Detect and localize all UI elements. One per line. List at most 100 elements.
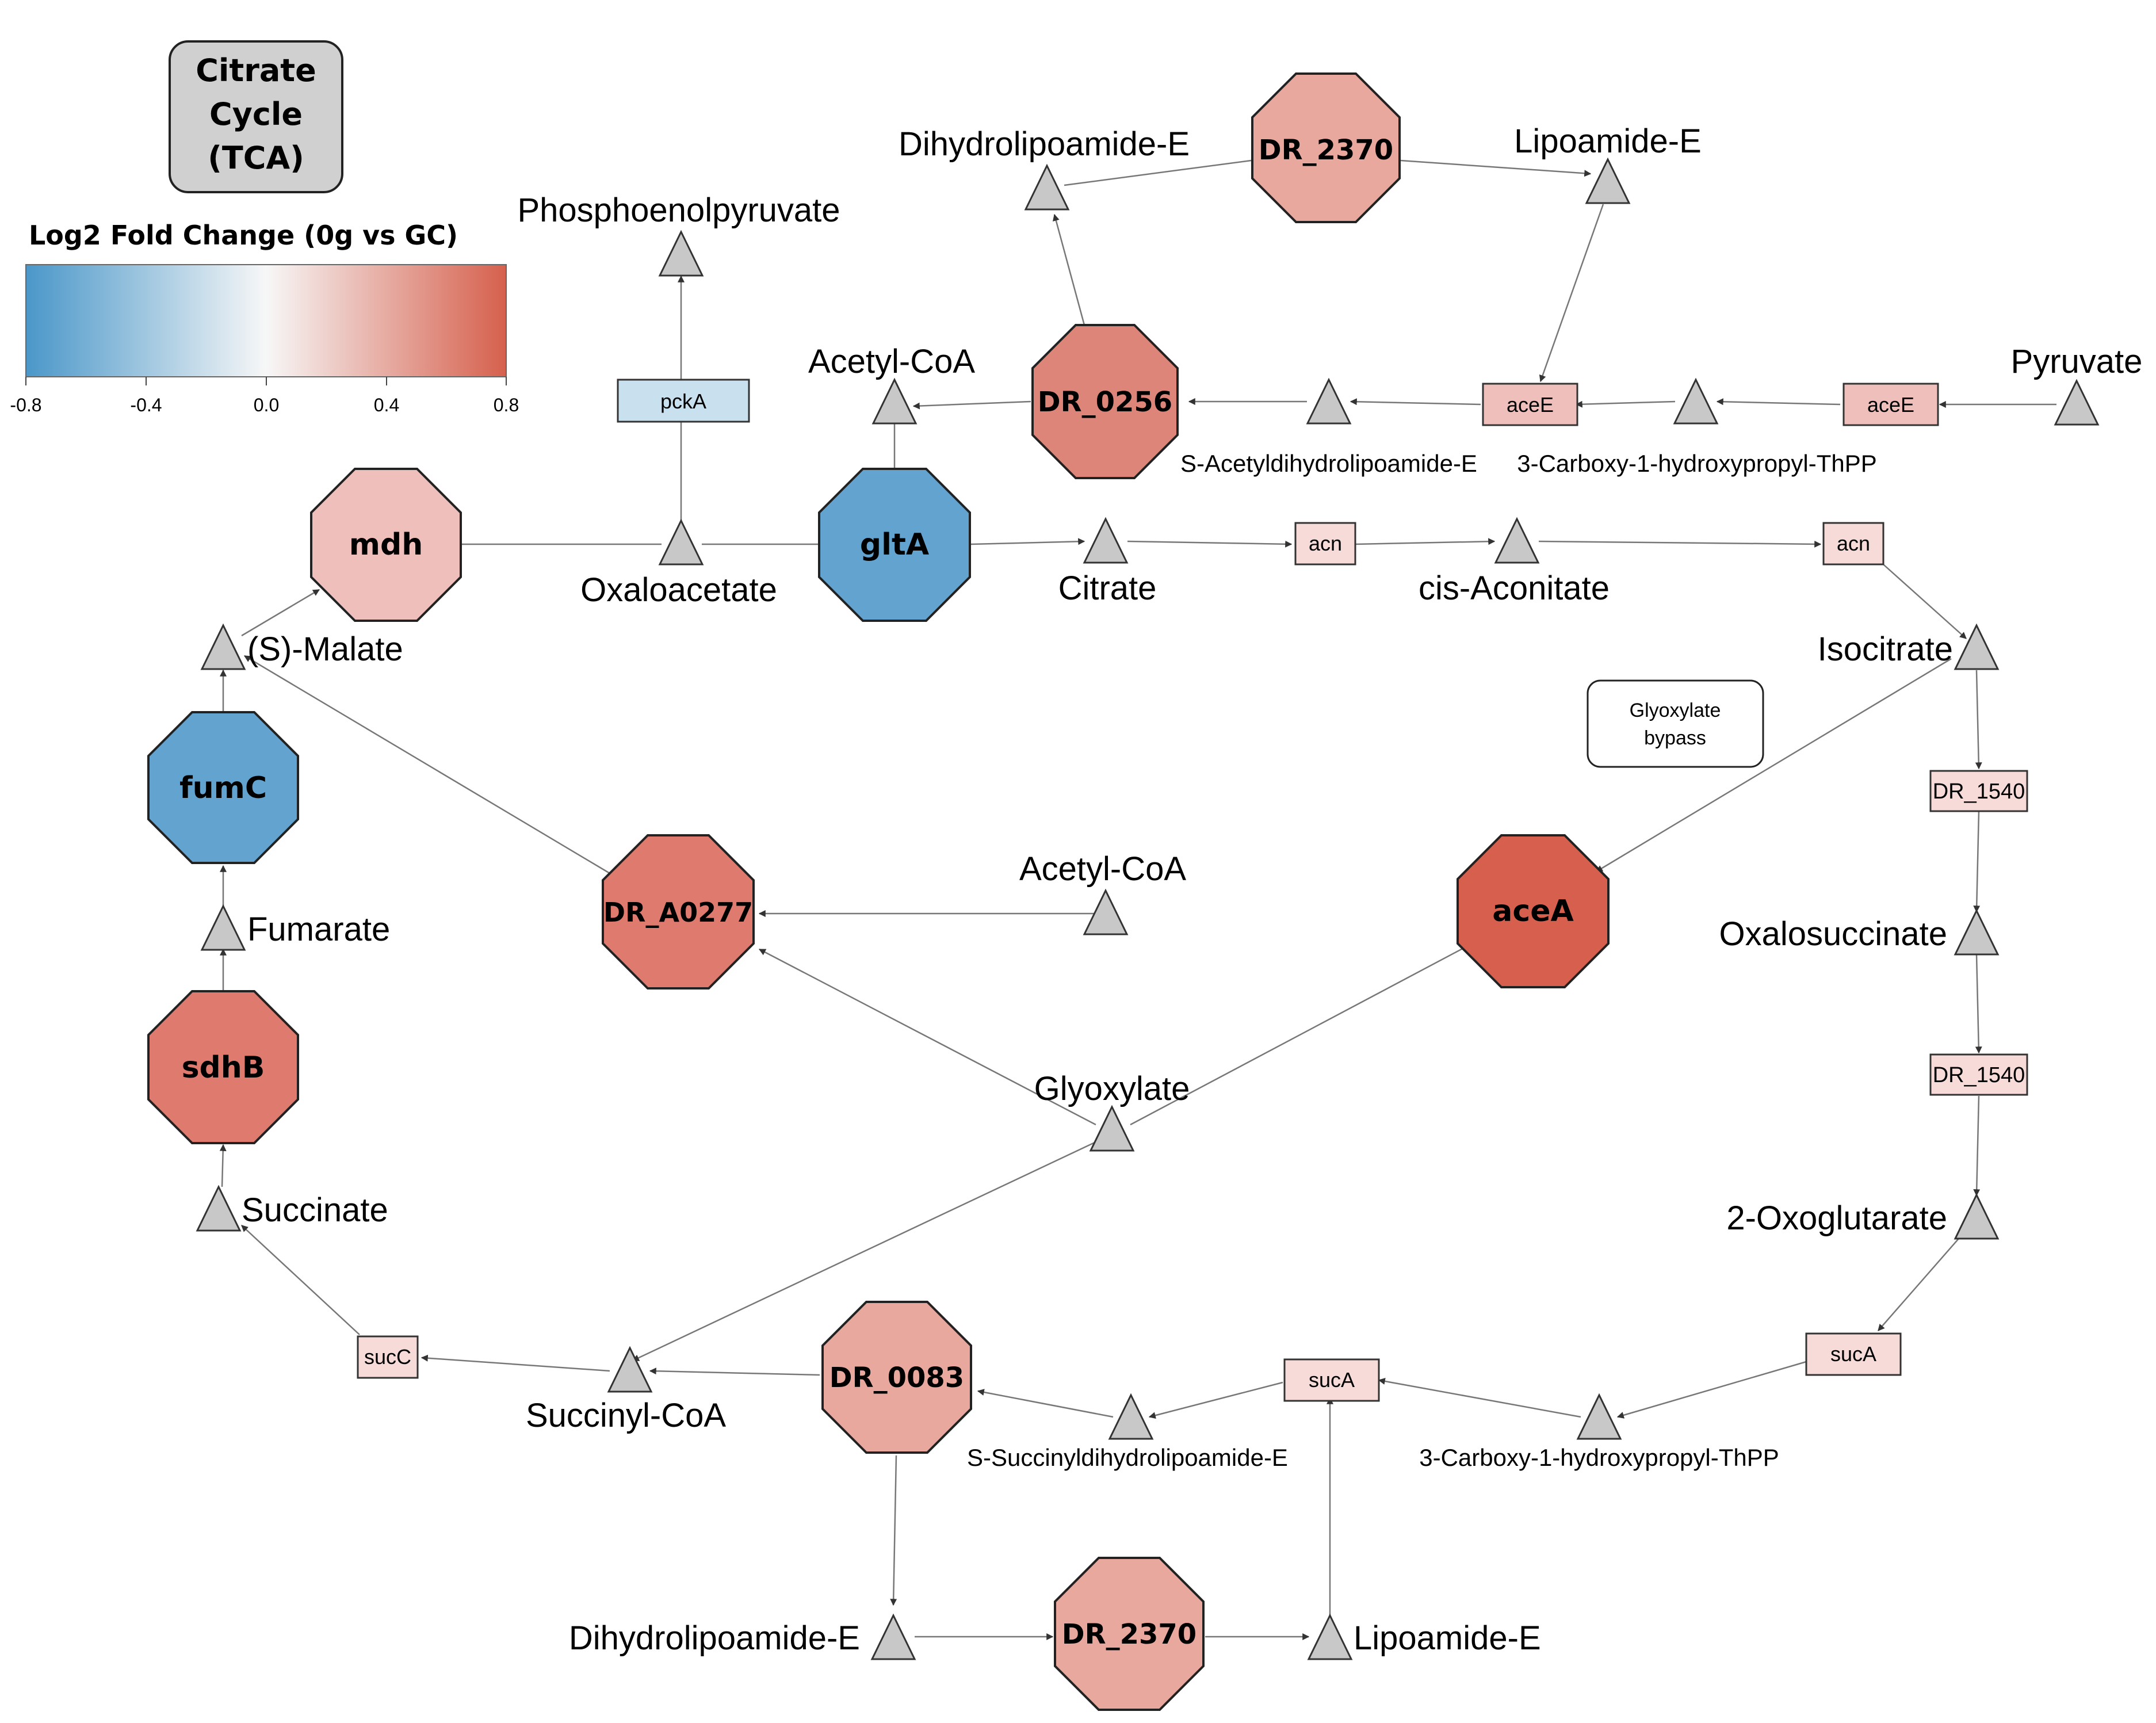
edge-lipoamide-to-acee (1539, 204, 1604, 383)
edge-dr2370-to-dihydrolipoamide (1064, 159, 1252, 186)
label-acetyldihydrolipoamide: S-Acetyldihydrolipoamide-E (1180, 450, 1477, 477)
label-isocitrate: Isocitrate (1818, 631, 1953, 668)
legend-tick-1: -0.8 (10, 395, 41, 415)
title-line-2: Cycle (209, 96, 303, 132)
enzyme-succ: sucC (357, 1335, 419, 1379)
label-cisaconitate: cis-Aconitate (1419, 570, 1610, 607)
metabolite-labels: Dihydrolipoamide-E Lipoamide-E Phosphoen… (242, 123, 2142, 1657)
enzyme-suca-left-label: sucA (1309, 1368, 1355, 1392)
edge-oxoglutarate-to-suca (1878, 1238, 1959, 1331)
edge-acee-to-acetyldihydro (1350, 398, 1481, 406)
enzyme-acn-left-box (1294, 522, 1356, 566)
edge-dr0256-to-dihydrolipoamide (1053, 213, 1085, 326)
enzyme-dr1540-top-box (1929, 770, 2028, 812)
enzyme-pcka-box (617, 379, 750, 423)
note-line-2: bypass (1644, 727, 1706, 749)
edges (219, 159, 2056, 1640)
label-acetylcoa-mid: Acetyl-CoA (1019, 850, 1186, 888)
triangle-acetylcoa-top (871, 377, 918, 425)
gene-fumc-shape (147, 711, 299, 864)
gene-octagons: DR_2370 DR_0256 mdh gltA fumC DR_A0277 a… (147, 72, 1610, 1711)
edge-oxalosuccinate-to-dr1540 (1975, 953, 1982, 1054)
gene-fumc: fumC (147, 711, 299, 864)
edge-suca-to-succinyldihydro (1148, 1381, 1283, 1419)
edge-dra0277-to-malate (243, 655, 610, 874)
label-succinate: Succinate (242, 1191, 388, 1229)
gene-dr2370-bottom-label: DR_2370 (1062, 1618, 1196, 1651)
enzyme-dr1540-bottom-box (1929, 1053, 2028, 1096)
gene-dr2370-top: DR_2370 (1251, 72, 1401, 223)
edge-dr1540-to-oxalosuccinate (1973, 811, 1981, 913)
label-dihydrolipoamide-bottom: Dihydrolipoamide-E (569, 1619, 860, 1657)
gene-dr0083: DR_0083 (821, 1301, 972, 1454)
gene-mdh: mdh (310, 468, 462, 622)
label-lipoamide-bottom: Lipoamide-E (1354, 1619, 1541, 1657)
enzyme-acee-left-label: aceE (1507, 393, 1554, 417)
edge-glta-to-citrate (970, 538, 1085, 545)
edge-succinate-to-sdhb (219, 1144, 227, 1187)
edge-malate-to-mdh (241, 589, 320, 637)
enzyme-dr1540-bottom: DR_1540 (1929, 1053, 2028, 1096)
label-oxoglutarate: 2-Oxoglutarate (1726, 1199, 1947, 1237)
triangle-carboxy-top (1673, 377, 1719, 425)
edge-dr2370-to-lipoamide (1400, 159, 1592, 177)
enzyme-acn-left: acn (1294, 522, 1356, 566)
gene-dr0256-shape (1031, 324, 1179, 479)
gene-dr0256: DR_0256 (1031, 324, 1179, 479)
gene-dra0277: DR_A0277 (602, 834, 755, 990)
edge-acn-to-cisaconitate (1354, 538, 1496, 545)
enzyme-suca-left-box (1283, 1358, 1380, 1402)
gene-dr2370-bottom-shape (1054, 1557, 1205, 1711)
enzyme-dr1540-top: DR_1540 (1929, 770, 2028, 812)
enzyme-acee-right-box (1842, 383, 1939, 426)
triangle-cisaconitate (1494, 517, 1540, 564)
label-malate: (S)-Malate (247, 631, 403, 668)
gene-dr0083-shape (821, 1301, 972, 1454)
triangle-oxalosuccinate (1954, 908, 2000, 956)
label-succinylcoa: Succinyl-CoA (526, 1397, 726, 1434)
glyoxylate-bypass-note: Glyoxylate bypass (1587, 679, 1764, 768)
triangle-glyoxylate (1089, 1105, 1135, 1152)
gene-glta-shape (818, 468, 971, 622)
triangle-pyruvate (2054, 379, 2100, 426)
label-phosphoenolpyruvate: Phosphoenolpyruvate (517, 192, 840, 229)
legend-tick-4: 0.4 (374, 395, 399, 415)
legend-tick-5: 0.8 (494, 395, 519, 415)
gene-acea-shape (1457, 834, 1610, 988)
edge-acea-to-glyoxylate (1130, 945, 1467, 1126)
enzyme-acee-left-box (1482, 383, 1578, 426)
triangle-acetylcoa-mid (1083, 888, 1129, 935)
enzyme-acn-right-box (1822, 522, 1884, 566)
triangle-isocitrate (1954, 623, 2000, 670)
edge-isocitrate-to-dr1540 (1975, 670, 1982, 770)
enzyme-dr1540-bottom-label: DR_1540 (1933, 1063, 2025, 1087)
triangle-carboxy-bottom (1576, 1393, 1622, 1440)
label-citrate: Citrate (1058, 570, 1157, 607)
enzyme-suca-left: sucA (1283, 1358, 1380, 1402)
edge-cisaconitate-to-acn (1538, 540, 1822, 548)
legend-tick-2: -0.4 (130, 395, 162, 415)
edge-succinylcoa-to-succ (421, 1354, 610, 1372)
edge-dr1540-to-oxoglutarate (1973, 1095, 1981, 1197)
edge-citrate-to-acn (1127, 540, 1293, 548)
enzyme-suca-right-label: sucA (1830, 1342, 1876, 1366)
legend-tick-3: 0.0 (254, 395, 279, 415)
enzyme-acee-right: aceE (1842, 383, 1939, 426)
edge-succ-to-succinate (241, 1225, 360, 1335)
triangle-lipoamide-bottom (1307, 1613, 1353, 1660)
enzyme-pcka: pckA (617, 379, 750, 423)
label-carboxy-top: 3-Carboxy-1-hydroxypropyl-ThPP (1517, 450, 1877, 477)
triangle-oxoglutarate (1954, 1193, 2000, 1240)
enzyme-acn-right: acn (1822, 522, 1884, 566)
color-legend: Log2 Fold Change (0g vs GC) -0.8 -0.4 0.… (10, 220, 519, 415)
enzyme-suca-right: sucA (1805, 1332, 1902, 1376)
legend-gradient-bar (25, 264, 507, 377)
enzyme-acee-right-label: aceE (1867, 393, 1914, 417)
triangle-lipoamide-top (1585, 157, 1631, 204)
enzyme-succ-box (357, 1335, 419, 1379)
enzyme-suca-right-box (1805, 1332, 1902, 1376)
legend-title: Log2 Fold Change (0g vs GC) (29, 220, 458, 251)
label-oxaloacetate: Oxaloacetate (580, 571, 777, 609)
label-oxalosuccinate: Oxalosuccinate (1719, 915, 1947, 953)
